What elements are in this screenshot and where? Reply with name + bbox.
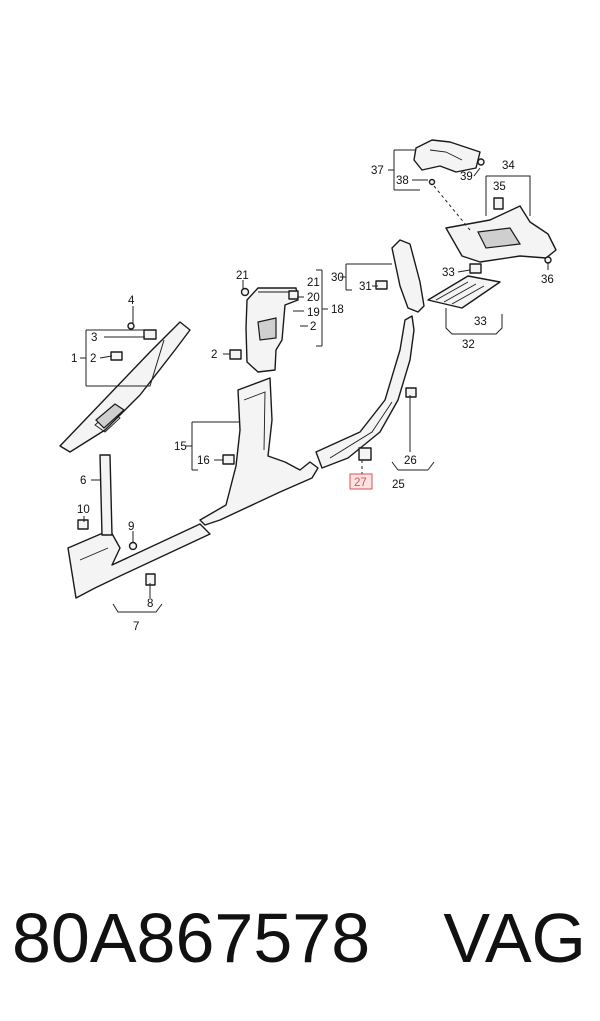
callout-8: 8 bbox=[147, 598, 153, 610]
leader-lines bbox=[80, 149, 549, 613]
callout-2: 2 bbox=[90, 353, 96, 365]
callout-4: 4 bbox=[128, 295, 135, 307]
front-sill-trim bbox=[67, 454, 211, 599]
callout-25: 25 bbox=[392, 479, 405, 491]
callout-16: 16 bbox=[197, 455, 210, 467]
speaker-cover bbox=[427, 275, 501, 309]
callout-37: 37 bbox=[371, 165, 384, 177]
highlight-box bbox=[349, 473, 373, 490]
b-pillar-upper-trim bbox=[245, 287, 299, 373]
callout-33: 33 bbox=[442, 267, 455, 279]
callout-26: 26 bbox=[404, 455, 417, 467]
b-pillar-lower-trim bbox=[199, 377, 319, 526]
callout-3: 3 bbox=[91, 332, 97, 344]
callout-39: 39 bbox=[460, 171, 473, 183]
callout-19: 19 bbox=[307, 307, 320, 319]
callout-21: 21 bbox=[236, 270, 249, 282]
callout-20: 20 bbox=[307, 292, 320, 304]
c-pillar-trim bbox=[391, 239, 425, 313]
callout-1: 1 bbox=[71, 353, 77, 365]
callout-7: 7 bbox=[133, 621, 139, 633]
callout-18: 18 bbox=[331, 304, 344, 316]
callout-30: 30 bbox=[331, 272, 344, 284]
callout-2b: 2 bbox=[310, 321, 316, 333]
rear-sill-trim bbox=[315, 315, 415, 469]
callout-27: 27 bbox=[354, 477, 367, 489]
callout-36: 36 bbox=[541, 274, 554, 286]
brand-name: VAG bbox=[443, 899, 586, 977]
callout-31: 31 bbox=[359, 281, 372, 293]
callout-6: 6 bbox=[80, 475, 86, 487]
callout-9: 9 bbox=[128, 521, 134, 533]
rear-side-panel bbox=[445, 205, 557, 263]
callout-34: 34 bbox=[502, 160, 515, 172]
callout-35: 35 bbox=[493, 181, 506, 193]
footer: 80A867578 VAG bbox=[0, 893, 600, 983]
callout-15: 15 bbox=[174, 441, 187, 453]
callout-33b: 33 bbox=[474, 316, 487, 328]
callout-32: 32 bbox=[462, 339, 475, 351]
mounting-bracket bbox=[413, 139, 481, 173]
callout-21b: 21 bbox=[307, 277, 320, 289]
callout-10: 10 bbox=[77, 504, 90, 516]
callout-labels: 4 3 1 2 6 10 9 8 7 21 21 20 19 2 18 2 15… bbox=[71, 160, 554, 633]
part-number: 80A867578 bbox=[12, 899, 371, 977]
callout-2c: 2 bbox=[211, 349, 217, 361]
callout-38: 38 bbox=[396, 175, 409, 187]
a-pillar-trim bbox=[59, 321, 191, 453]
